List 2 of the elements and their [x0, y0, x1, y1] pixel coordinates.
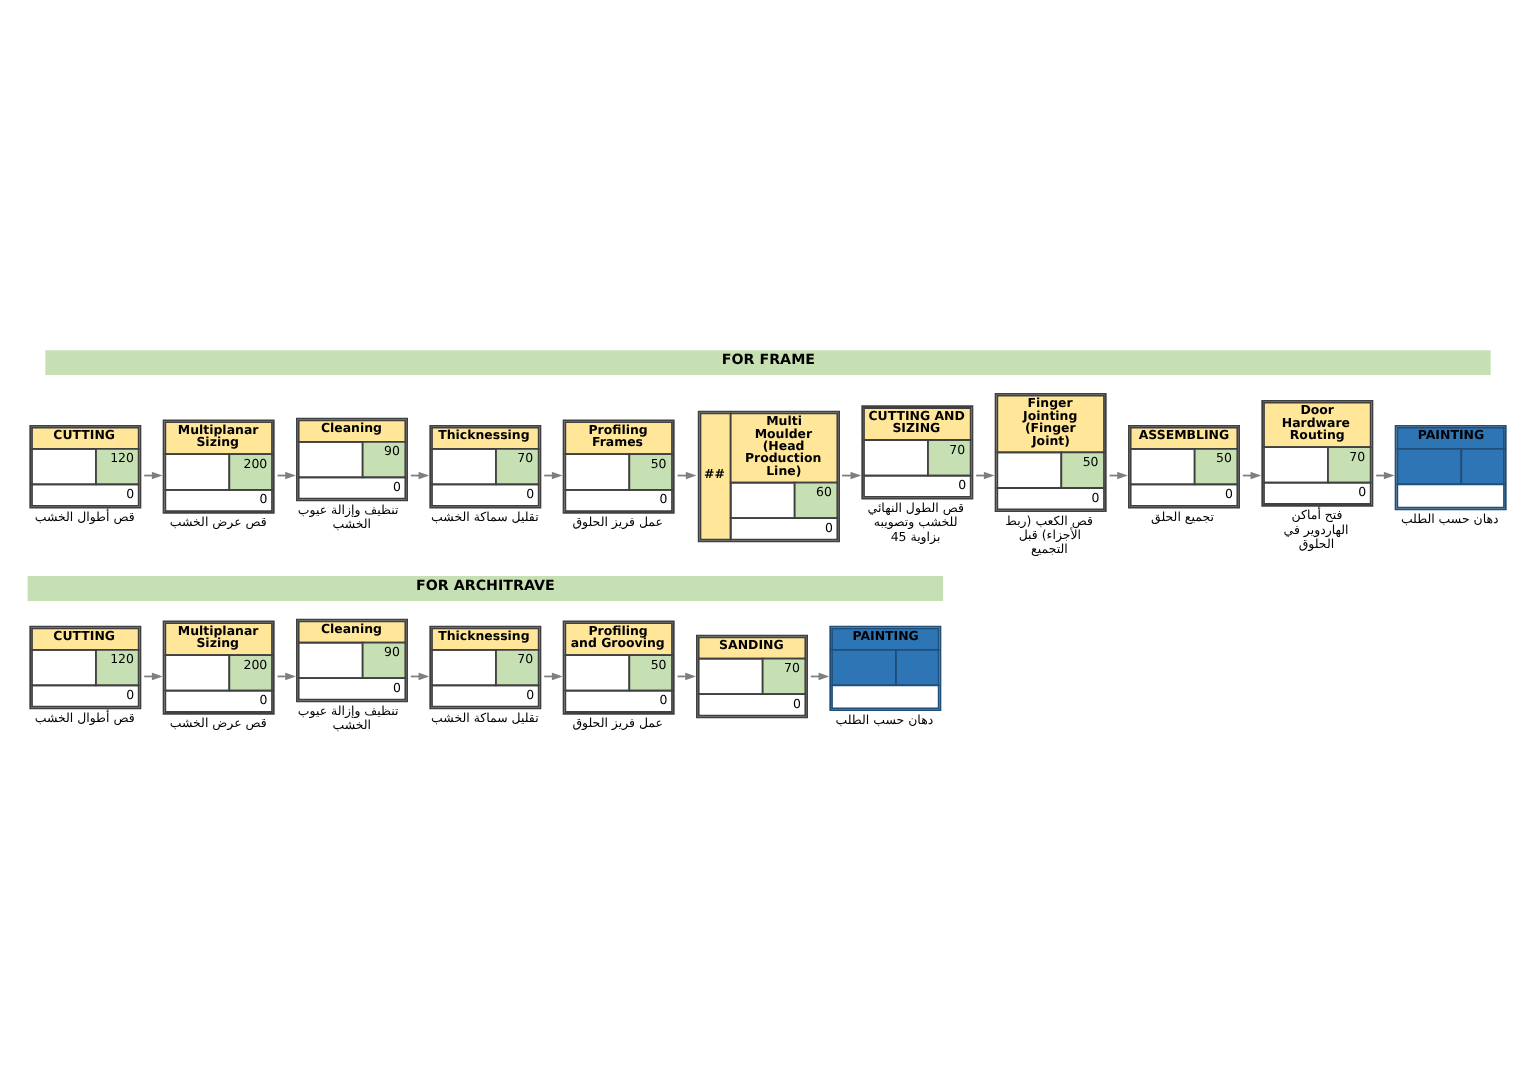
node-box: FOR FRAME [45, 349, 1491, 375]
node-box: FOR ARCHITRAVE [27, 575, 944, 600]
